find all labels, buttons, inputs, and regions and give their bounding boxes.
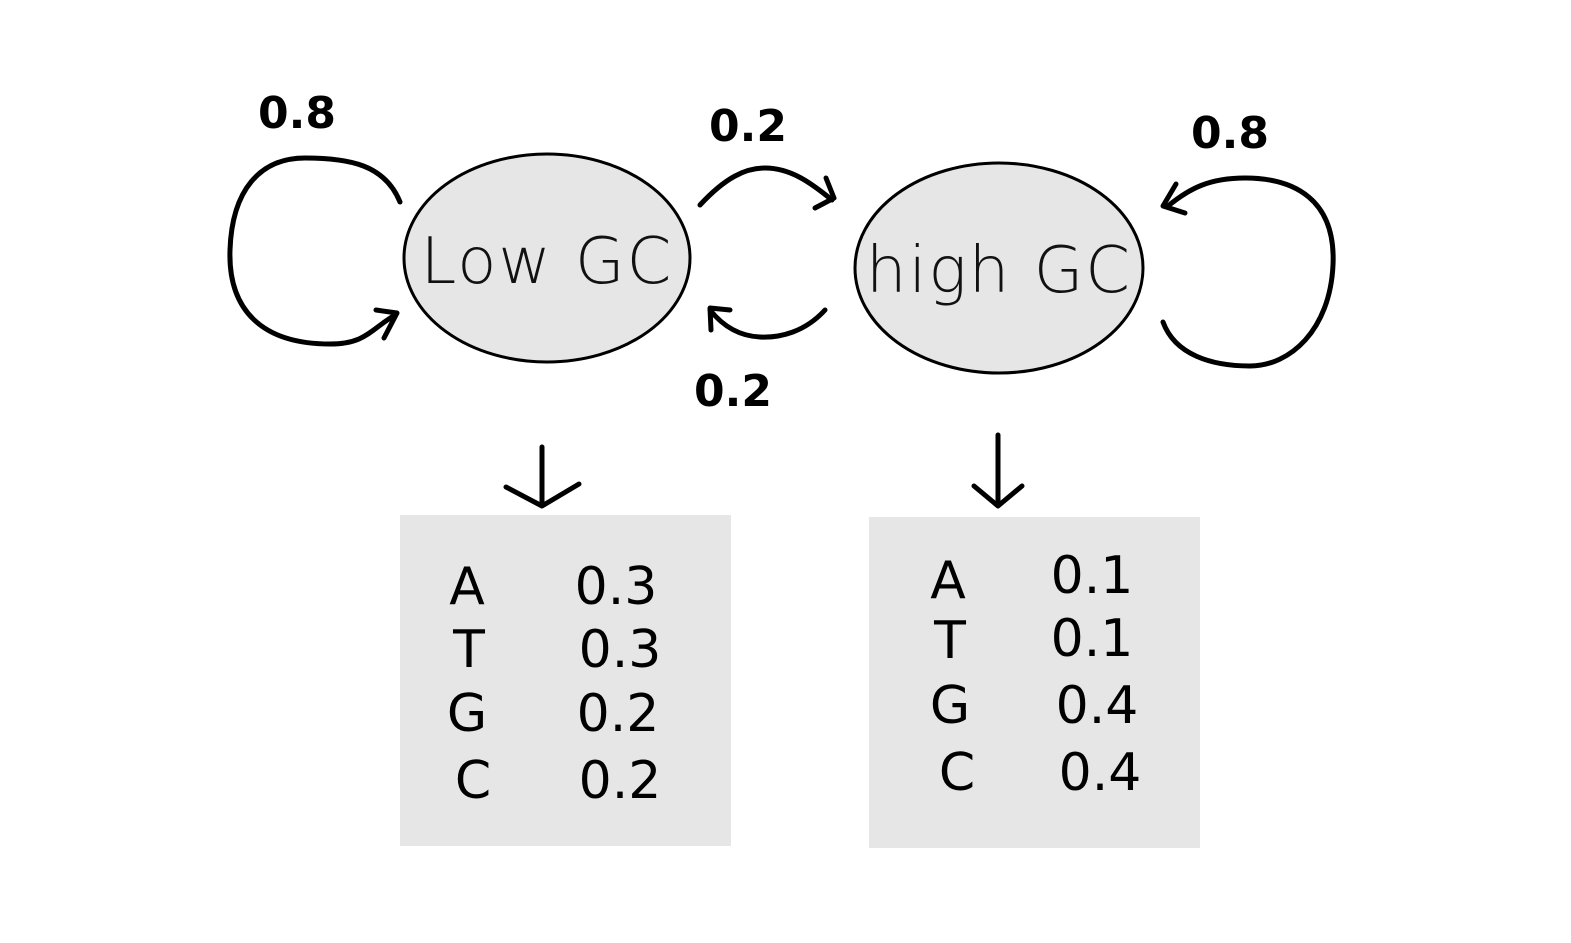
transition-prob-low-self: 0.8 bbox=[258, 88, 336, 139]
state-high-gc: high GC bbox=[853, 161, 1145, 375]
transition-high-self: 0.8 bbox=[1160, 108, 1336, 369]
emission-symbol: C bbox=[455, 751, 491, 811]
arrowhead-icon bbox=[707, 305, 733, 333]
table-row: T 0.1 bbox=[933, 609, 1133, 671]
table-row: A 0.3 bbox=[449, 557, 657, 617]
table-row: G 0.2 bbox=[447, 684, 660, 744]
arrowhead-icon bbox=[812, 175, 837, 211]
arrowhead-icon bbox=[1160, 181, 1188, 216]
emission-symbol: T bbox=[933, 611, 966, 671]
table-row: G 0.4 bbox=[930, 676, 1139, 736]
emission-symbol: A bbox=[449, 557, 485, 617]
emission-symbol: C bbox=[939, 743, 975, 803]
emission-symbol: A bbox=[930, 551, 966, 611]
transition-low-self: 0.8 bbox=[227, 88, 403, 347]
emission-table-high-gc: A 0.1 T 0.1 G 0.4 C 0.4 bbox=[869, 517, 1200, 848]
transition-prob-high-self: 0.8 bbox=[1191, 108, 1269, 159]
emission-prob: 0.1 bbox=[1051, 546, 1134, 606]
table-row: C 0.4 bbox=[939, 743, 1142, 803]
emission-table-low-gc-box bbox=[400, 515, 731, 846]
emission-prob: 0.3 bbox=[575, 557, 658, 617]
emission-arrow-low bbox=[503, 444, 582, 509]
self-loop-arrow-high bbox=[1160, 175, 1336, 369]
emission-table-low-gc: A 0.3 T 0.3 G 0.2 C 0.2 bbox=[400, 515, 731, 846]
table-row: A 0.1 bbox=[930, 546, 1133, 611]
emission-prob: 0.2 bbox=[577, 684, 660, 744]
emission-prob: 0.1 bbox=[1051, 609, 1134, 669]
transition-high-to-low: 0.2 bbox=[694, 305, 828, 417]
transition-prob-high-to-low: 0.2 bbox=[694, 366, 772, 417]
emission-arrow-high bbox=[971, 432, 1025, 509]
emission-prob: 0.4 bbox=[1059, 743, 1142, 803]
arrowhead-icon bbox=[503, 481, 582, 509]
arrowhead-icon bbox=[971, 483, 1025, 509]
arrow-high-to-low bbox=[707, 307, 828, 340]
arrow-low-to-high bbox=[697, 165, 835, 208]
state-low-gc: Low GC bbox=[402, 152, 692, 364]
emission-symbol: T bbox=[452, 620, 485, 680]
emission-prob: 0.4 bbox=[1056, 676, 1139, 736]
state-high-gc-node bbox=[853, 161, 1145, 375]
transition-prob-low-to-high: 0.2 bbox=[709, 101, 787, 152]
state-high-gc-label: high GC bbox=[866, 234, 1132, 308]
self-loop-arrow-low bbox=[227, 155, 403, 347]
state-low-gc-label: Low GC bbox=[421, 225, 674, 299]
emission-symbol: G bbox=[930, 676, 970, 736]
transition-low-to-high: 0.2 bbox=[697, 101, 837, 211]
arrowhead-icon bbox=[373, 307, 400, 341]
state-low-gc-node bbox=[402, 152, 692, 364]
emission-table-high-gc-box bbox=[869, 517, 1200, 848]
emission-symbol: G bbox=[447, 684, 487, 744]
emission-prob: 0.2 bbox=[579, 751, 662, 811]
emission-prob: 0.3 bbox=[579, 620, 662, 680]
table-row: C 0.2 bbox=[455, 751, 662, 811]
table-row: T 0.3 bbox=[452, 620, 661, 680]
